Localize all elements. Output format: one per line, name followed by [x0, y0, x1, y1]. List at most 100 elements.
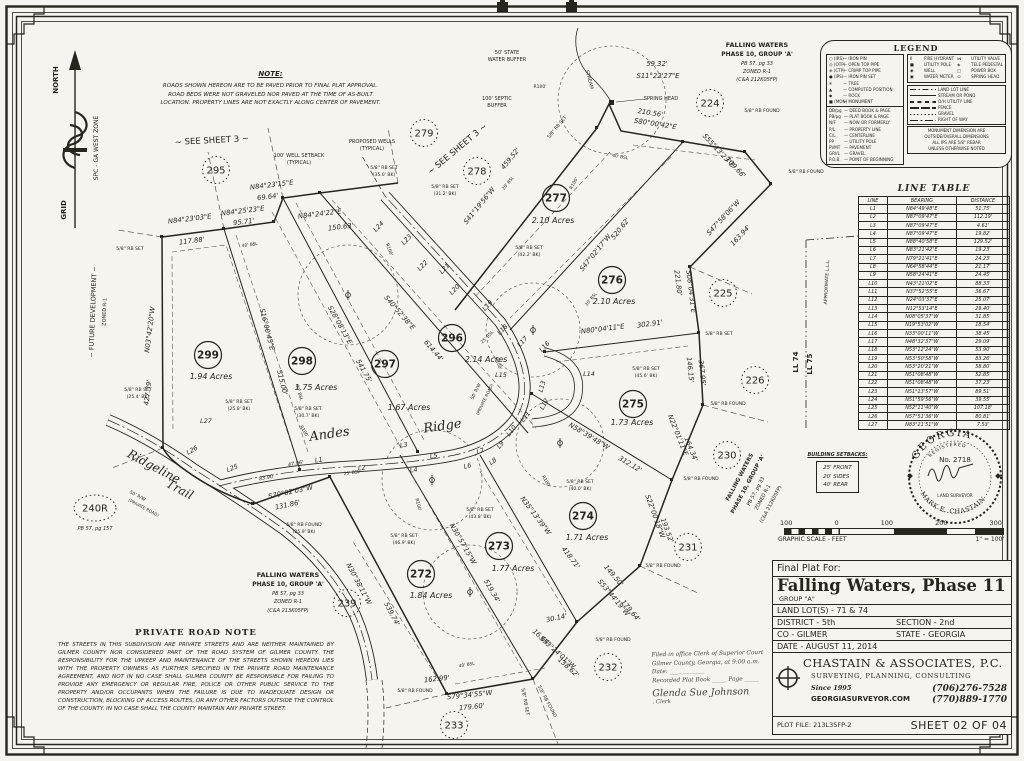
legend-abbrev-row: PB/pg— PLAT BOOK & PAGE — [829, 114, 901, 120]
monument-label: 5/8" RB SET — [431, 184, 459, 190]
map-label: STREAM — [584, 69, 595, 90]
bearing-label: S22°00'18"W — [643, 494, 666, 540]
legend-symbol-label: — TREE — [843, 80, 859, 86]
paving-note-line: ROAD BEDS WERE NOT GRAVELED NOR PAVED AT… — [168, 91, 373, 98]
map-label: ZONED R-1 — [102, 298, 109, 326]
bearing-label: N30°57'15"W — [448, 522, 478, 566]
lot-circle — [410, 119, 438, 147]
map-label: FALLING WATERS — [257, 571, 320, 579]
line-number-label: L26 — [185, 444, 199, 457]
linestyle-label: GRAVEL — [938, 111, 955, 117]
map-label: R100' — [413, 498, 422, 512]
legend-note-line: ALL IPS ARE 5/8" REBAR — [932, 140, 981, 145]
corner-markers — [160, 126, 772, 695]
line-table-cell: N79°21'41"E — [886, 254, 957, 264]
legend-symbol-row: ⊙SPRING HEAD — [957, 74, 1003, 80]
monument-label: (25.9' BK) — [293, 529, 316, 535]
firm-logo-icon — [776, 665, 800, 690]
map-label: 40' BSL — [242, 241, 259, 249]
legend-abbrev-row: PVMT— PAVEMENT — [829, 145, 901, 151]
map-label: 20' BSL — [294, 384, 304, 402]
legend-symbol-row: □POWER BOX — [957, 68, 1003, 74]
bearing-label: 519.34' — [482, 578, 502, 604]
monument-label: 5/8" RB SET — [515, 245, 543, 251]
line-number-label: L2 — [357, 464, 366, 473]
section: SECTION - 2nd — [896, 617, 955, 627]
bearing-label: N84°23'03"E — [168, 212, 213, 225]
monument-label: 5/8" RB SET — [390, 533, 418, 539]
legend-linestyle-row: O/H UTILITY LINE — [910, 99, 1003, 105]
lot-circle — [406, 559, 436, 589]
scale-tick-label: 0 — [834, 519, 839, 527]
line-number-label: L1 — [314, 456, 323, 465]
map-label: 50' STATE — [495, 50, 519, 56]
line-table-cell: 19.82' — [955, 229, 1011, 239]
lot-number: 275 — [622, 399, 644, 411]
linestyle-swatch — [910, 101, 936, 103]
legend-symbol-icon: ⋈ — [957, 56, 962, 61]
line-table-cell: L27 — [858, 420, 888, 430]
lot-circle — [696, 89, 724, 117]
district: DISTRICT - 5th — [777, 617, 836, 627]
lot-number: 295 — [206, 166, 225, 177]
bearing-label: N03°42'20"W — [143, 306, 157, 353]
monument-label: 5/8" RB SET — [225, 399, 253, 405]
line-table-cell: N51°08'48"W — [886, 378, 957, 389]
monument-label: (25.4' BK) — [127, 394, 150, 400]
line-table-cell: N37°52'55"E — [886, 287, 957, 297]
line-table-cell: N58°24'41"E — [886, 270, 957, 281]
bearing-label: 163.94' — [729, 223, 752, 247]
line-table-cell: N51°59'56"W — [886, 395, 957, 405]
lot-acreage: 1.75 Acres — [295, 383, 338, 392]
sheet3-lot: 295 — [202, 156, 230, 184]
setback-circles — [297, 45, 667, 640]
bearing-label: 221.80' — [672, 270, 683, 297]
legend-symbol-icon: ◆ — [829, 92, 833, 98]
linestyle-swatch — [910, 113, 936, 115]
line-table-cell: L16 — [858, 328, 888, 339]
group-label: GROUP "A" — [773, 595, 1011, 605]
paving-note-line: ROADS SHOWN HEREON ARE TO BE PAVED PRIOR… — [162, 83, 379, 89]
line-table-cell: 53.90' — [955, 345, 1011, 355]
legend-symbol-icon: Ⅱ — [910, 56, 913, 61]
map-label: PB 57, pg 33 — [272, 591, 304, 597]
map-label: WATER BUFFER — [488, 57, 527, 63]
legend-symbol-row: ◆— ROCK — [829, 93, 901, 99]
scale-tick-label: 100 — [880, 519, 894, 527]
seal-signature — [927, 463, 974, 482]
county: CO - GILMER — [777, 629, 828, 639]
legend-abbrev: DB/pg — [829, 108, 842, 114]
adjacent-lot: 224 — [696, 89, 724, 117]
map-label: PB 57, pg 157 — [77, 526, 113, 532]
stream-line — [575, 27, 646, 105]
map-label: 25' BSL — [344, 469, 361, 477]
subdivision-name: Falling Waters, Phase 11 — [777, 576, 1006, 595]
legend-abbrev: N/F — [829, 120, 836, 126]
line-table-cell: 88.33' — [955, 279, 1011, 289]
map-label: ZONED R-1 — [273, 599, 302, 605]
line-number-label: L22 — [416, 259, 430, 273]
line-table-cell: 21.17' — [955, 262, 1011, 272]
map-label: 50' R/W — [470, 382, 483, 401]
title-block: Final Plat For: Falling Waters, Phase 11… — [772, 560, 1012, 735]
spring-head-icon — [609, 100, 614, 105]
monument-label: 5/8" RB SET — [632, 366, 660, 372]
lot-circle — [541, 183, 571, 213]
line-table-cell: L6 — [858, 245, 888, 256]
legend-abbrev-label: — PROPERTY LINE — [844, 126, 881, 132]
legend-symbols-column: ○ (IRS)— IRON PIN◎ (OTP)— OPEN TOP PIPE⊕… — [826, 54, 904, 166]
linestyle-swatch — [910, 89, 936, 91]
sheet3-lot: 279 — [410, 119, 438, 147]
legend-abbrev-label: — CENTERLINE — [844, 132, 875, 138]
line-table-cell: L18 — [858, 345, 888, 355]
line-table-cell: N87°09'47"E — [886, 229, 957, 239]
